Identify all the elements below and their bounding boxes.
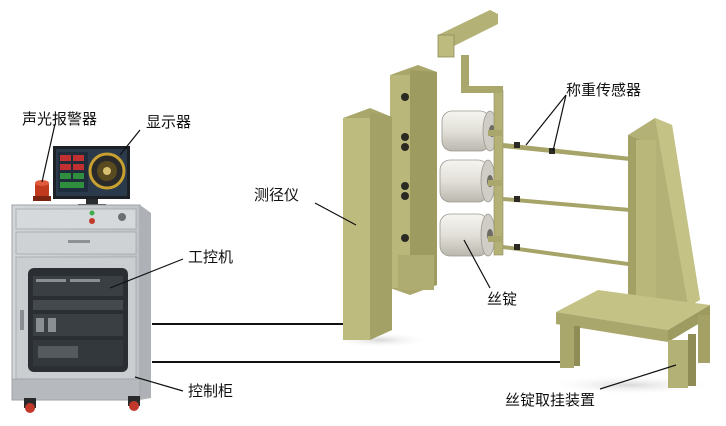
spindle-handler <box>545 118 715 395</box>
hanging-arm <box>437 10 640 266</box>
diameter-gauge <box>330 65 437 348</box>
label-alarm: 声光报警器 <box>22 110 98 128</box>
alarm-light <box>33 180 51 201</box>
label-cabinet: 控制柜 <box>188 382 234 400</box>
label-ipc: 工控机 <box>188 248 234 266</box>
spindle-2 <box>439 159 496 203</box>
label-caliper: 测径仪 <box>254 186 300 204</box>
label-weigh-sensor: 称重传感器 <box>566 81 642 99</box>
leader-lines <box>41 94 677 392</box>
label-display: 显示器 <box>146 113 192 131</box>
spindle-3 <box>439 213 496 257</box>
label-spindle-handler: 丝锭取挂装置 <box>505 391 596 409</box>
monitor <box>53 146 130 207</box>
label-spindle: 丝锭 <box>487 290 518 308</box>
control-cabinet <box>11 146 151 413</box>
